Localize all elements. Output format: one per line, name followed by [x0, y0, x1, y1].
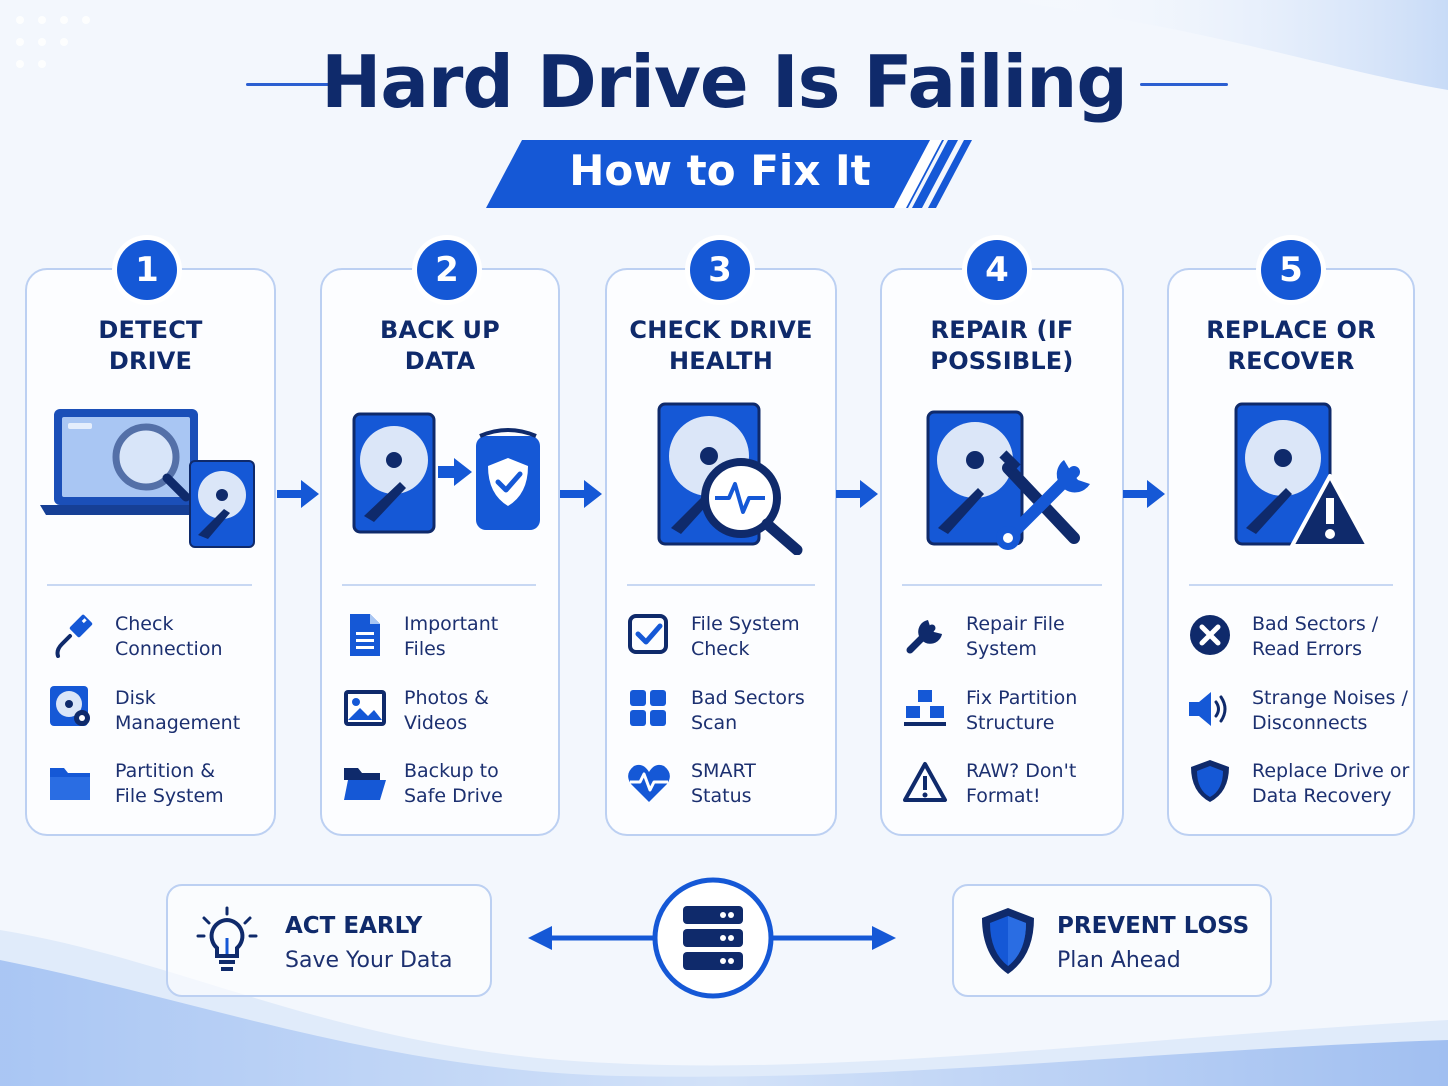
tip-act-early-title: ACT EARLY: [285, 913, 423, 939]
laptop-magnifier-drive-icon: [40, 409, 255, 548]
subtitle-banner: [486, 140, 972, 208]
step5-item1-label: Bad Sectors /Read Errors: [1252, 613, 1379, 660]
folder-icon: [50, 768, 90, 800]
step2-item2-label: Photos &Videos: [404, 687, 489, 734]
step-card-4: [880, 268, 1124, 836]
arrow-right-icon: [560, 480, 602, 508]
step-divider-1: [47, 584, 252, 586]
step-divider-5: [1189, 584, 1393, 586]
tip-prevent-loss-subtitle: Plan Ahead: [1057, 948, 1181, 973]
usb-cable-icon: [55, 614, 93, 658]
step-badge-2: 2: [417, 240, 477, 300]
speaker-icon: [1189, 692, 1227, 726]
wrench-icon: [906, 620, 942, 654]
step5-item2-label: Strange Noises /Disconnects: [1252, 687, 1408, 734]
step-card-5: [1167, 268, 1415, 836]
warning-icon: [903, 762, 947, 802]
page-title: Hard Drive Is Failing: [321, 40, 1128, 124]
open-folder-icon: [344, 768, 386, 800]
heartbeat-icon: [628, 764, 670, 802]
tip-prevent-loss-title: PREVENT LOSS: [1057, 913, 1250, 939]
step-badge-5: 5: [1261, 240, 1321, 300]
x-circle-icon: [1190, 615, 1230, 655]
step1-item3-label: Partition &File System: [115, 760, 224, 807]
document-icon: [350, 614, 380, 656]
drive-warning-icon: [1234, 402, 1370, 548]
server-icon: [683, 906, 743, 970]
checkbox-icon: [628, 614, 668, 654]
tip-act-early: [166, 884, 492, 997]
step-card-2: [320, 268, 560, 836]
drive-to-backup-icon: [352, 412, 540, 534]
image-icon: [344, 690, 386, 726]
arrow-right-icon: [1123, 480, 1165, 508]
step-badge-1: 1: [117, 240, 177, 300]
blocks-icon: [904, 690, 946, 726]
tip-act-early-subtitle: Save Your Data: [285, 948, 453, 973]
step-divider-4: [902, 584, 1102, 586]
tip-prevent-loss: [952, 884, 1272, 997]
step-divider-3: [627, 584, 815, 586]
step-card-1: [25, 268, 276, 836]
grid-icon: [630, 690, 666, 726]
arrow-right-icon: [836, 480, 878, 508]
arrow-right-icon: [277, 480, 319, 508]
step-badge-3: 3: [690, 240, 750, 300]
drive-tools-icon: [926, 410, 1090, 550]
step-divider-2: [342, 584, 536, 586]
lightbulb-icon: [196, 906, 258, 971]
title-rule-right: [1140, 83, 1228, 86]
drive-pulse-magnifier-icon: [657, 402, 803, 555]
title-rule-left: [246, 83, 334, 86]
page-subtitle: How to Fix It: [569, 146, 871, 195]
disk-gear-icon: [50, 686, 90, 726]
shield-icon: [1191, 760, 1229, 802]
shield-icon: [982, 908, 1034, 974]
step-badge-4: 4: [967, 240, 1027, 300]
